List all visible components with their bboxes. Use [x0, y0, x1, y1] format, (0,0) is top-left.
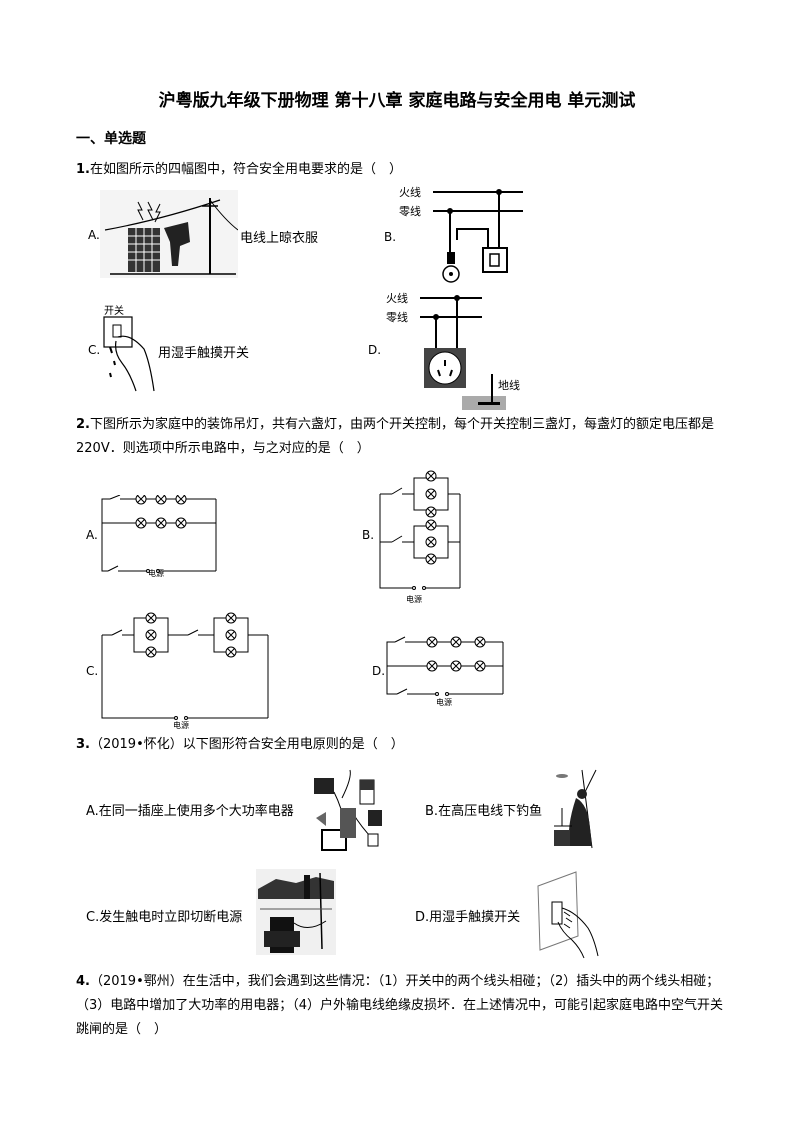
- question-text: （2019•怀化）以下图形符合安全用电原则的是（ ）: [89, 737, 404, 752]
- section-heading: 一、单选题: [76, 131, 146, 147]
- question-text: 下图所示为家庭中的装饰吊灯，共有六盏灯，由两个开关控制，每个开关控制三盏灯，每盏…: [76, 417, 714, 456]
- question-number: 4.: [76, 974, 90, 989]
- wet-hand-switch-picture: [537, 871, 599, 959]
- wet-hand-switch-picture: 开关: [103, 304, 155, 392]
- question-3: 3.（2019•怀化）以下图形符合安全用电原则的是（ ）: [76, 733, 728, 757]
- option-caption-c: 发生触电时立即切断电源: [99, 910, 243, 925]
- question-text: 在如图所示的四幅图中，符合安全用电要求的是（ ）: [89, 162, 402, 177]
- option-label-a: A.: [88, 228, 100, 242]
- question-number: 3.: [76, 737, 90, 752]
- question-2: 2.下图所示为家庭中的装饰吊灯，共有六盏灯，由两个开关控制，每个开关控制三盏灯，…: [76, 413, 728, 461]
- neutral-wire-label: 零线: [399, 204, 421, 218]
- option-label-c: C.: [88, 343, 101, 357]
- power-source-label: 电源: [406, 595, 422, 604]
- power-source-label: 电源: [173, 721, 189, 730]
- option-label-d: D.: [415, 910, 430, 925]
- option-caption-a: 电线上晾衣服: [240, 231, 319, 246]
- neutral-wire-label: 零线: [386, 310, 408, 324]
- q3-option-b: B.在高压电线下钓鱼: [425, 800, 542, 819]
- power-source-label: 电源: [436, 698, 452, 707]
- question-number: 1.: [76, 162, 90, 177]
- power-source-label: 电源: [148, 569, 164, 578]
- socket-ground-circuit-diagram: 火线 零线 地线: [386, 291, 520, 410]
- option-label-b: B.: [384, 230, 397, 244]
- parallel-groups-circuit-c: [101, 612, 269, 720]
- page-title: 沪粤版九年级下册物理 第十八章 家庭电路与安全用电 单元测试: [158, 91, 636, 111]
- q3-option-d: D.用湿手触摸开关: [415, 906, 520, 925]
- switch-label: 开关: [104, 304, 124, 317]
- ground-wire-label: 地线: [498, 378, 520, 392]
- series-lamps-circuit-d: [386, 636, 504, 696]
- q3-option-a: A.在同一插座上使用多个大功率电器: [86, 800, 294, 819]
- option-label-d: D.: [372, 664, 386, 678]
- option-caption-d: 用湿手触摸开关: [429, 910, 521, 925]
- option-caption-b: 在高压电线下钓鱼: [438, 804, 543, 819]
- series-lamps-circuit-a: [101, 495, 217, 573]
- live-wire-label: 火线: [399, 185, 421, 199]
- option-caption-c: 用湿手触摸开关: [158, 346, 250, 361]
- clothes-on-power-line-picture: [100, 190, 238, 278]
- parallel-lamps-circuit-b: [379, 470, 461, 590]
- live-wire-label: 火线: [386, 291, 408, 305]
- option-label-b: B.: [425, 804, 439, 819]
- q3-option-c: C.发生触电时立即切断电源: [86, 906, 242, 925]
- question-number: 2.: [76, 417, 90, 432]
- cut-power-picture: [256, 869, 336, 955]
- lamp-switch-circuit-diagram: 火线 零线: [399, 185, 523, 283]
- overloaded-socket-picture: [314, 769, 382, 851]
- option-caption-a: 在同一插座上使用多个大功率电器: [98, 804, 294, 819]
- option-label-a: A.: [86, 528, 98, 542]
- option-label-b: B.: [362, 528, 375, 542]
- fishing-under-power-line-picture: [554, 769, 597, 849]
- option-label-a: A.: [86, 804, 99, 819]
- question-1: 1.在如图所示的四幅图中，符合安全用电要求的是（ ）: [76, 158, 728, 182]
- question-4: 4.（2019•鄂州）在生活中，我们会遇到这些情况：（1）开关中的两个线头相碰；…: [76, 970, 728, 1042]
- option-label-c: C.: [86, 910, 100, 925]
- question-text: （2019•鄂州）在生活中，我们会遇到这些情况：（1）开关中的两个线头相碰；（2…: [76, 974, 724, 1037]
- option-label-d: D.: [368, 343, 382, 357]
- option-label-c: C.: [86, 664, 99, 678]
